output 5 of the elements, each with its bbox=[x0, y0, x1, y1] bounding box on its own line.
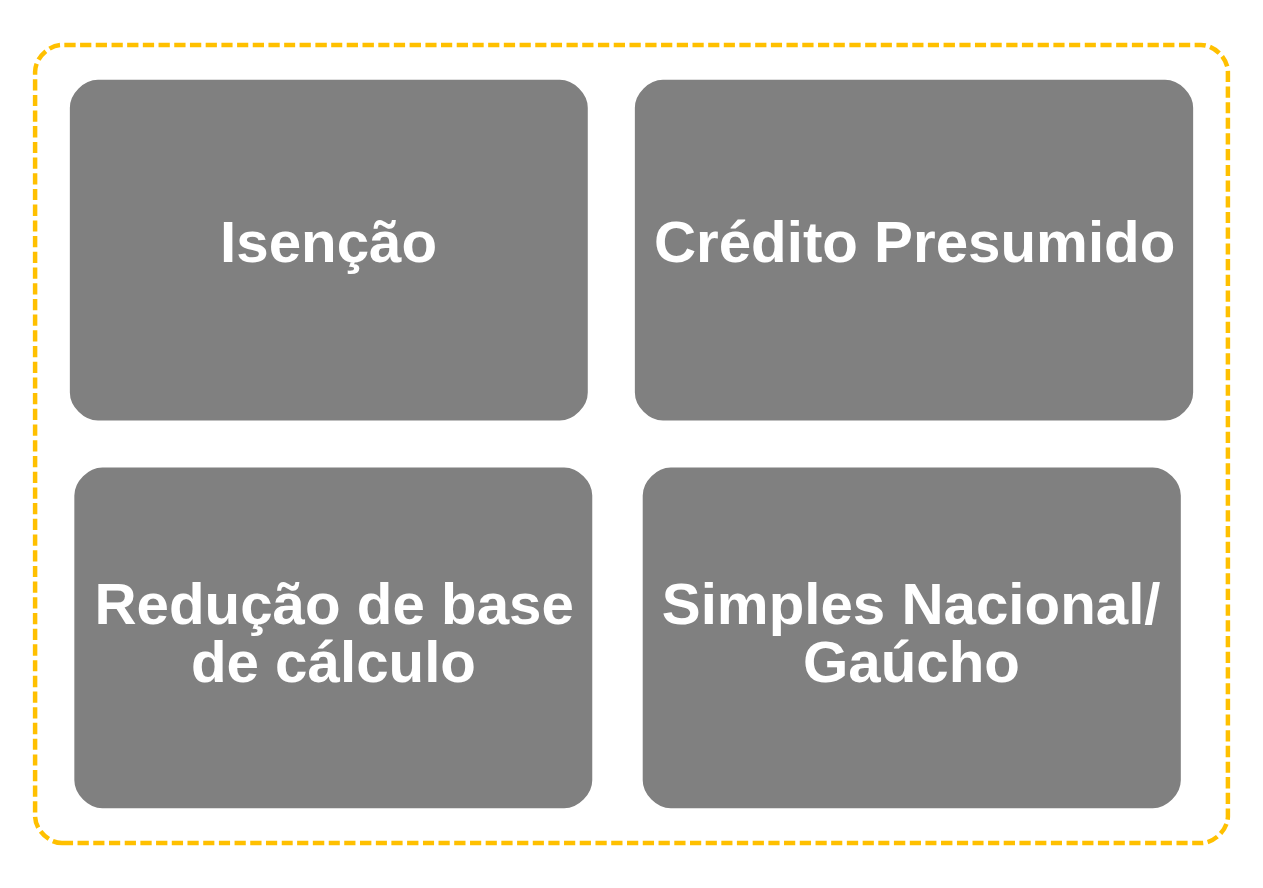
cluster bbox=[32, 42, 1231, 846]
node-box: Isenção bbox=[69, 79, 588, 421]
node-box: Crédito Presumido bbox=[634, 79, 1194, 421]
node-box: Redução de base de cálculo bbox=[74, 467, 593, 809]
node-box: Simples Nacional/ Gaúcho bbox=[642, 467, 1181, 809]
